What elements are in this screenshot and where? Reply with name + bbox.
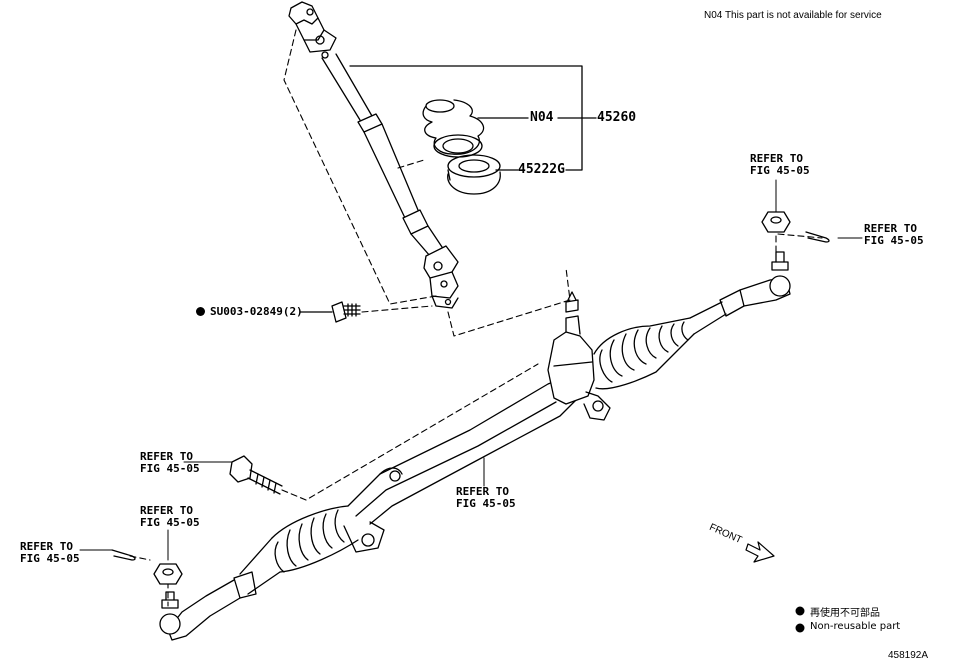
leader-lines bbox=[79, 179, 863, 561]
refer-label-left-nut: REFER TO FIG 45-05 bbox=[140, 505, 200, 529]
refer-line1: REFER TO bbox=[864, 222, 917, 235]
tie-rod-end-nut-right bbox=[761, 211, 791, 233]
refer-line1: REFER TO bbox=[456, 485, 509, 498]
callout-45222g: 45222G bbox=[518, 162, 565, 177]
callout-45260: 45260 bbox=[597, 110, 637, 125]
refer-line2: FIG 45-05 bbox=[456, 497, 516, 510]
callout-n04: N04 bbox=[530, 110, 554, 125]
front-arrow bbox=[745, 541, 775, 563]
refer-label-bolt: REFER TO FIG 45-05 bbox=[140, 451, 200, 475]
refer-line2: FIG 45-05 bbox=[864, 234, 924, 247]
refer-label-top-right: REFER TO FIG 45-05 bbox=[750, 153, 810, 177]
refer-line1: REFER TO bbox=[750, 152, 803, 165]
bracket-bolt bbox=[229, 455, 283, 495]
refer-label-housing: REFER TO FIG 45-05 bbox=[456, 486, 516, 510]
cotter-pin-right bbox=[805, 231, 830, 243]
refer-line2: FIG 45-05 bbox=[20, 552, 80, 565]
refer-line1: REFER TO bbox=[20, 540, 73, 553]
dust-seal-lower bbox=[447, 154, 501, 195]
tie-rod-end-nut-left bbox=[153, 563, 183, 585]
figure-id: 458192A bbox=[888, 650, 929, 661]
callout-su003: SU003-02849(2) bbox=[196, 306, 303, 318]
callout-su003-text: SU003-02849(2) bbox=[210, 305, 303, 318]
refer-label-right: REFER TO FIG 45-05 bbox=[864, 223, 924, 247]
refer-label-left: REFER TO FIG 45-05 bbox=[20, 541, 80, 565]
non-reusable-dot bbox=[196, 307, 205, 316]
legend-dot-jp bbox=[795, 606, 805, 616]
left-boot-and-tie-rod bbox=[159, 505, 359, 641]
refer-line2: FIG 45-05 bbox=[750, 164, 810, 177]
steering-gear-housing bbox=[343, 251, 791, 553]
dust-seal-upper bbox=[422, 99, 485, 158]
refer-line1: REFER TO bbox=[140, 450, 193, 463]
refer-line1: REFER TO bbox=[140, 504, 193, 517]
bolt-su003 bbox=[299, 301, 361, 323]
cotter-pin-left bbox=[111, 549, 136, 561]
legend-en: Non-reusable part bbox=[810, 621, 901, 632]
callout-lines-45260 bbox=[349, 65, 597, 171]
steering-intermediate-shaft bbox=[288, 1, 459, 309]
legend-dot-en bbox=[795, 623, 805, 633]
service-note: N04 This part is not available for servi… bbox=[704, 10, 882, 21]
refer-line2: FIG 45-05 bbox=[140, 462, 200, 475]
phantom-lines bbox=[129, 29, 823, 607]
refer-line2: FIG 45-05 bbox=[140, 516, 200, 529]
legend-jp: 再使用不可部品 bbox=[810, 608, 880, 619]
